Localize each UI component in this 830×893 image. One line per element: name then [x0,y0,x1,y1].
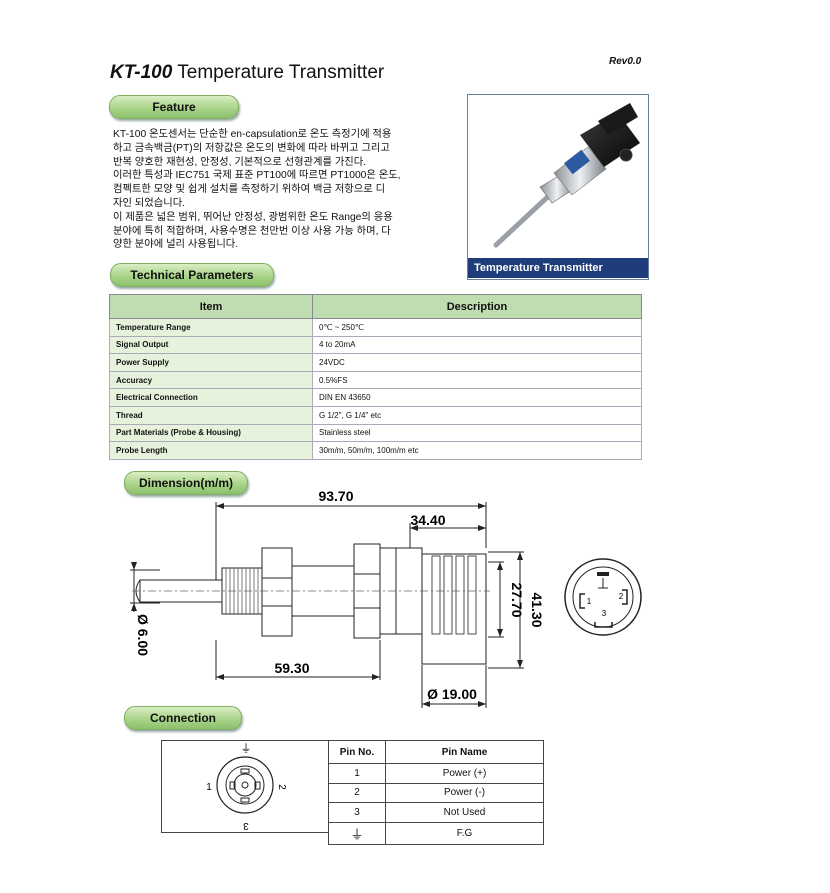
technical-heading: Technical Parameters [110,263,274,287]
dimension-housing-diameter: Ø 19.00 [427,686,477,702]
connection-heading: Connection [124,706,242,730]
face-pin-1-label: 1 [587,597,592,606]
pin-name-cell: Power (-) [385,782,544,803]
item-cell: Thread [109,405,313,425]
dimension-drawing: 93.70 34.40 59.30 Ø 19.00 27.70 41.30 Ø … [130,488,642,708]
diagram-pin-1-label: 1 [206,782,212,793]
feature-line: 컴펙트한 모양 및 쉽게 설치를 측정하기 위하여 백금 저항으로 디 [113,184,386,196]
diagram-ground-label: ⏚ [241,742,252,755]
dimension-overall-length: 93.70 [318,488,353,504]
item-cell: Electrical Connection [109,388,313,407]
product-name: Temperature Transmitter [177,62,385,83]
ground-icon: ⏚ [328,821,386,845]
item-cell: Part Materials (Probe & Housing) [109,423,313,443]
table-row: Part Materials (Probe & Housing)Stainles… [109,423,642,443]
description-cell: DIN EN 43650 [312,388,642,407]
feature-line: 반복 양호한 재현성, 안정성, 기본적으로 선형관계를 가진다. [113,156,367,168]
face-pin-2-label: 2 [619,592,624,601]
column-header-item: Item [109,294,313,319]
description-cell: 4 to 20mA [312,335,642,355]
description-cell: 0℃ ~ 250℃ [312,318,642,337]
pin-number-cell: 2 [328,782,386,803]
dimension-probe-diameter: Ø 6.00 [135,614,151,656]
connector-body [421,553,487,665]
column-header-pin-no: Pin No. [328,740,386,764]
column-header-pin-name: Pin Name [385,740,544,764]
description-cell: 0.5%FS [312,370,642,390]
table-row: ⏚F.G [328,821,544,845]
model-name: KT-100 [110,62,173,83]
description-cell: 30m/m, 50m/m, 100m/m etc [312,441,642,460]
diagram-pin-2-label: 2 [276,784,287,790]
pin-name-cell: F.G [385,821,544,845]
feature-paragraph: KT-100 온도센서는 단순한 en-capsulation로 온도 측정기에… [113,128,455,252]
dimension-housing-length: 34.40 [410,512,445,528]
feature-line: 이 제품은 넓은 범위, 뛰어난 안정성, 광범위한 온도 Range의 응용 [113,211,393,223]
feature-heading: Feature [109,95,239,119]
item-cell: Accuracy [109,370,313,390]
dimension-connector-height: 41.30 [529,592,545,627]
face-pin-3-label: 3 [602,609,607,618]
feature-line: 자인 되었습니다. [113,197,186,209]
table-header-row: Pin No. Pin Name [328,740,544,764]
table-header-row: Item Description [109,294,642,319]
feature-line: 이러한 특성과 IEC751 국제 표준 PT100에 따르면 PT1000은 … [113,170,401,182]
item-cell: Temperature Range [109,318,313,337]
item-cell: Probe Length [109,441,313,460]
column-header-description: Description [312,294,642,319]
hex-nut [261,547,293,637]
connector-face-view: 1 2 3 [564,558,642,636]
pin-number-cell: 1 [328,763,386,784]
pin-number-cell: 3 [328,802,386,823]
feature-line: 분야에 특히 적합하며, 사용수명은 천만번 이상 사용 가능 하며, 다 [113,225,391,237]
connector-pin-diagram: 1 2 3 ⏚ [161,740,329,833]
revision-label: Rev0.0 [609,56,642,67]
transmitter-image [493,103,640,248]
photo-caption: Temperature Transmitter [468,258,648,278]
feature-line: 양한 분야에 널리 사용됩니다. [113,239,239,251]
feature-line: 하고 금속백금(PT)의 저항값은 온도의 변화에 따라 바뀌고 그리고 [113,142,390,154]
item-cell: Power Supply [109,353,313,372]
product-photo [467,94,649,280]
dimension-probe-to-nut: 59.30 [274,660,309,676]
page-title: KT-100 Temperature Transmitter [110,62,384,84]
dimension-heading: Dimension(m/m) [124,471,248,495]
feature-line: KT-100 온도센서는 단순한 en-capsulation로 온도 측정기에… [113,129,392,140]
description-cell: Stainless steel [312,423,642,443]
pin-diagram-image: 1 2 3 ⏚ [206,742,287,831]
pin-name-cell: Power (+) [385,763,544,784]
description-cell: G 1/2", G 1/4" etc [312,405,642,425]
item-cell: Signal Output [109,335,313,355]
dimension-housing-height: 27.70 [509,582,525,617]
description-cell: 24VDC [312,353,642,372]
pin-name-cell: Not Used [385,802,544,823]
diagram-pin-3-label: 3 [243,820,249,831]
